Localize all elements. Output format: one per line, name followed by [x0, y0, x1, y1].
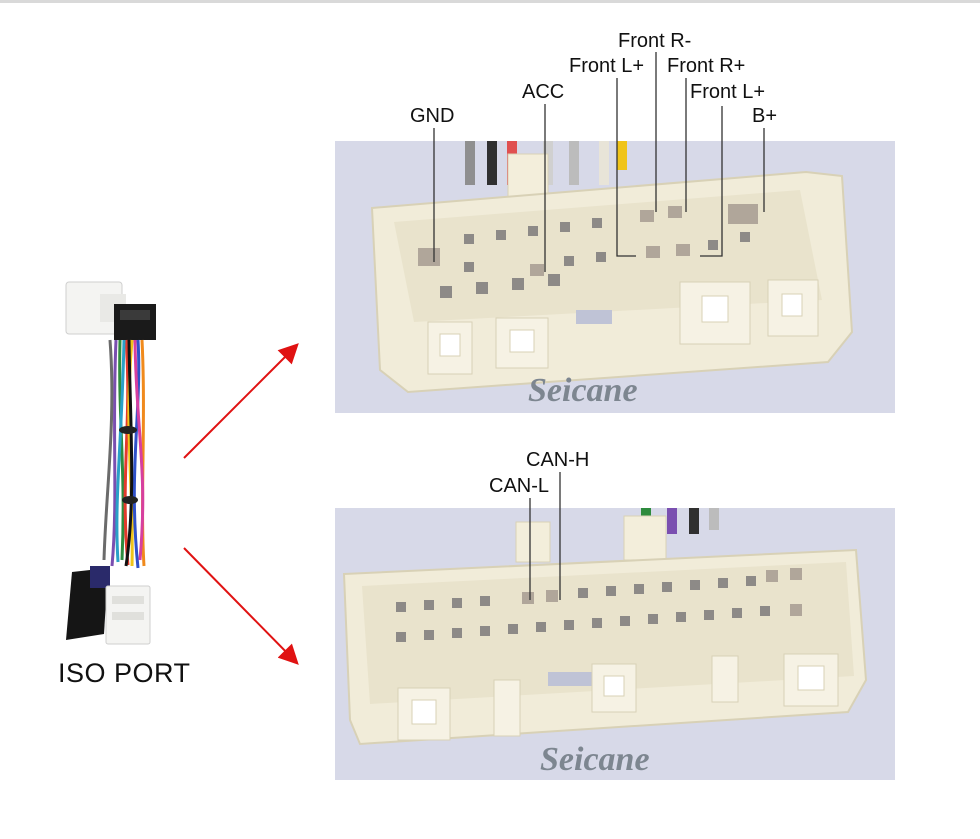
bottom-watermark: Seicane — [540, 741, 650, 778]
label-front-r-plus: Front R+ — [667, 55, 745, 77]
label-gnd: GND — [410, 105, 454, 127]
label-acc: ACC — [522, 81, 564, 103]
bottom-connector-photo: Seicane — [335, 508, 895, 780]
label-front-l-plus-b: Front L+ — [690, 81, 765, 103]
arrow-to-bottom-connector — [183, 547, 299, 665]
label-front-r-minus: Front R- — [618, 30, 691, 52]
label-can-h: CAN-H — [526, 449, 589, 471]
top-leader-lines — [433, 52, 765, 272]
iso-harness-image — [65, 281, 156, 645]
label-front-l-plus-a: Front L+ — [569, 55, 644, 77]
label-b-plus: B+ — [752, 105, 777, 127]
arrow-to-top-connector — [183, 343, 299, 459]
label-can-l: CAN-L — [489, 475, 549, 497]
top-connector-photo: Seicane — [335, 141, 895, 413]
top-divider — [0, 0, 980, 3]
iso-port-label: ISO PORT — [58, 658, 191, 688]
bottom-leader-lines — [529, 472, 561, 600]
top-watermark: Seicane — [528, 372, 638, 409]
